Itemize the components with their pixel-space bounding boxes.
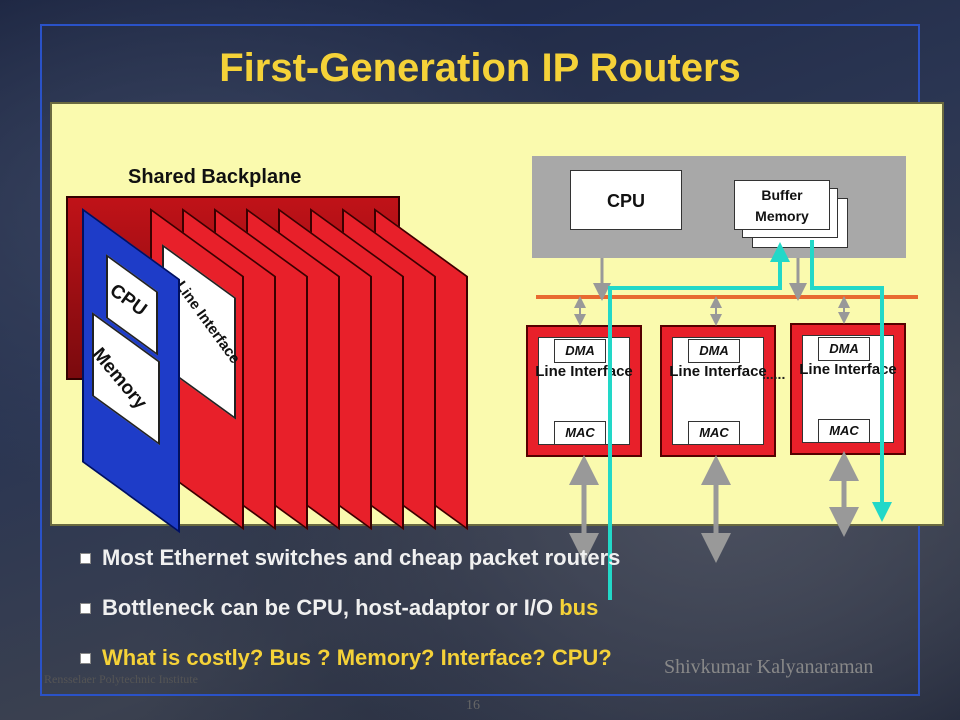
ellipsis: ...... bbox=[762, 366, 786, 382]
data-path-in bbox=[608, 242, 790, 600]
bullet-square-icon bbox=[80, 653, 91, 664]
line-interface-1: DMA Line Interface MAC bbox=[526, 325, 642, 457]
dma-tag: DMA bbox=[818, 337, 870, 361]
footer-institution: Rensselaer Polytechnic Institute bbox=[44, 672, 198, 686]
bullet-text: Bottleneck can be CPU, host-adaptor or I… bbox=[102, 595, 598, 620]
bullet-item: What is costly? Bus ? Memory? Interface?… bbox=[80, 640, 920, 690]
dma-tag: DMA bbox=[554, 339, 606, 363]
mac-tag: MAC bbox=[818, 419, 870, 443]
data-path-out bbox=[810, 240, 892, 522]
bullet-square-icon bbox=[80, 603, 91, 614]
line-interface-3: DMA Line Interface MAC bbox=[790, 323, 906, 455]
bullet-item: Most Ethernet switches and cheap packet … bbox=[80, 540, 920, 590]
footer-author: Shivkumar Kalyanaraman bbox=[664, 656, 874, 678]
mac-tag: MAC bbox=[688, 421, 740, 445]
line-interface-label: Line Interface bbox=[669, 363, 767, 380]
cpu-box-right: CPU bbox=[570, 170, 682, 230]
bullet-text: What is costly? Bus ? Memory? Interface?… bbox=[102, 645, 612, 670]
bullet-text: Most Ethernet switches and cheap packet … bbox=[102, 545, 621, 570]
line-interface-2: DMA Line Interface MAC bbox=[660, 325, 776, 457]
shared-backplane-label: Shared Backplane bbox=[128, 166, 302, 188]
bullet-square-icon bbox=[80, 553, 91, 564]
page-number: 16 bbox=[466, 698, 480, 713]
dma-tag: DMA bbox=[688, 339, 740, 363]
bullet-item: Bottleneck can be CPU, host-adaptor or I… bbox=[80, 590, 920, 640]
buffer-memory-box: Buffer Memory bbox=[734, 180, 830, 230]
bullet-text-highlight: bus bbox=[559, 595, 599, 620]
slide-title: First-Generation IP Routers bbox=[219, 46, 741, 90]
bullet-list: Most Ethernet switches and cheap packet … bbox=[80, 540, 920, 690]
bullet-text-main: Bottleneck can be CPU, host-adaptor or I… bbox=[102, 595, 560, 620]
mac-tag: MAC bbox=[554, 421, 606, 445]
line-interface-label: Line Interface bbox=[799, 361, 897, 378]
